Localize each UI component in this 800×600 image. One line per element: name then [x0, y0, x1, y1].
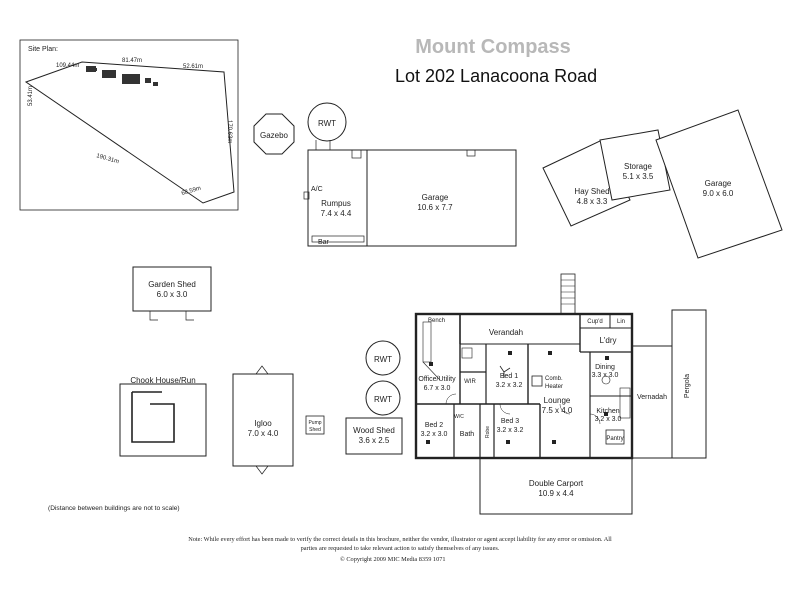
igloo-label: Igloo	[254, 419, 272, 428]
bed3-size: 3.2 x 3.2	[497, 427, 524, 434]
dining-label: Dining	[595, 364, 615, 371]
copyright: © Copyright 2009 MIC Media 8359 1071	[340, 556, 446, 563]
verandah-top-label: Verandah	[489, 328, 523, 337]
wc-label: W/C	[454, 414, 464, 420]
wood-shed	[345, 417, 403, 455]
rwt-label-2: RWT	[374, 395, 392, 404]
site-boundary	[24, 61, 235, 204]
office-size: 6.7 x 3.0	[424, 385, 451, 392]
site-dim-bottom-right: 68.59m	[181, 186, 202, 197]
bench-label: Bench	[428, 318, 445, 324]
site-dim-left: 53.41m	[28, 86, 34, 106]
pantry-label: Pantry	[606, 436, 623, 442]
igloo-size: 7.0 x 4.0	[248, 429, 279, 438]
cupd-label: Cup'd	[587, 319, 603, 325]
wood-shed-label: Wood Shed	[353, 426, 395, 435]
rwt-tank-top	[307, 102, 347, 142]
chook-house-run	[119, 383, 207, 457]
site-dim-top-right: 52.61m	[183, 64, 203, 70]
pump-shed	[305, 415, 325, 435]
robe-label: Robe	[485, 426, 491, 438]
storage-label: Storage	[624, 162, 653, 171]
site-dim-top-left: 109.44m	[56, 63, 79, 69]
garage-main-size: 10.6 x 7.7	[417, 203, 453, 212]
office-label: Office/Utility	[418, 376, 456, 383]
garage-main-label: Garage	[422, 193, 449, 202]
hay-shed-label: Hay Shed	[574, 187, 609, 196]
lin-label: Lin	[617, 319, 625, 325]
distance-note: (Distance between buildings are not to s…	[48, 505, 180, 512]
bath-label: Bath	[460, 431, 475, 438]
garden-shed	[132, 266, 212, 312]
site-dim-bottom: 190.31m	[95, 153, 119, 165]
bed1-size: 3.2 x 3.2	[496, 382, 523, 389]
brand-title: Mount Compass	[415, 36, 571, 58]
vernadah	[631, 345, 673, 459]
lounge-label: Lounge	[544, 396, 571, 405]
gazebo	[253, 113, 295, 155]
site-dim-top-mid: 81.47m	[122, 58, 142, 64]
bed1-label: Bed 1	[500, 373, 518, 380]
property-address: Lot 202 Lanacoona Road	[395, 66, 598, 86]
garden-shed-label: Garden Shed	[148, 280, 196, 289]
garage-right	[655, 109, 783, 259]
disclaimer: Note: While every effort has been made t…	[188, 536, 612, 552]
rumpus-label: Rumpus	[321, 199, 351, 208]
kitchen-label: Kitchen	[596, 408, 619, 415]
storage-size: 5.1 x 3.5	[623, 172, 654, 181]
lounge-size: 7.5 x 4.0	[542, 406, 573, 415]
dining-size: 3.3 x 3.0	[592, 372, 619, 379]
site-plan-title: Site Plan:	[28, 46, 58, 53]
garage-right-size: 9.0 x 6.0	[703, 189, 734, 198]
rwt-label-top: RWT	[318, 119, 336, 128]
bed2-label: Bed 2	[425, 422, 443, 429]
chook-house-label: Chook House/Run	[130, 376, 195, 385]
storage	[599, 129, 671, 201]
vernadah-label: Vernadah	[637, 394, 667, 401]
igloo	[232, 373, 294, 467]
site-plan-inset	[19, 39, 239, 211]
ldry-label: L'dry	[599, 336, 616, 345]
double-carport-size: 10.9 x 4.4	[538, 489, 574, 498]
double-carport	[479, 457, 633, 515]
pergola-label: Pergola	[684, 374, 691, 398]
bed3-label: Bed 3	[501, 418, 519, 425]
kitchen-size: 3.2 x 3.0	[595, 416, 622, 423]
hay-shed-size: 4.8 x 3.3	[577, 197, 608, 206]
bed2-size: 3.2 x 3.0	[421, 431, 448, 438]
double-carport-label: Double Carport	[529, 479, 584, 488]
wood-shed-size: 3.6 x 2.5	[359, 436, 390, 445]
rumpus-size: 7.4 x 4.4	[321, 209, 352, 218]
bar-label: Bar	[318, 239, 330, 246]
wir-label: WIR	[464, 379, 476, 385]
comb-heater-label-1: Comb.	[545, 376, 563, 382]
comb-heater-label-2: Heater	[545, 384, 563, 390]
pergola	[671, 309, 707, 459]
pump-shed-label-1: Pump	[308, 420, 321, 426]
gazebo-label: Gazebo	[260, 131, 289, 140]
rwt-label-1: RWT	[374, 355, 392, 364]
garage-right-label: Garage	[705, 179, 732, 188]
ac-label: A/C	[311, 186, 323, 193]
rumpus-garage-building	[307, 149, 517, 247]
rwt-tank-1	[365, 340, 401, 376]
site-dim-right: 170.63m	[226, 120, 232, 143]
rwt-tank-2	[365, 380, 401, 416]
pump-shed-label-2: Shed	[309, 427, 321, 433]
garden-shed-size: 6.0 x 3.0	[157, 290, 188, 299]
